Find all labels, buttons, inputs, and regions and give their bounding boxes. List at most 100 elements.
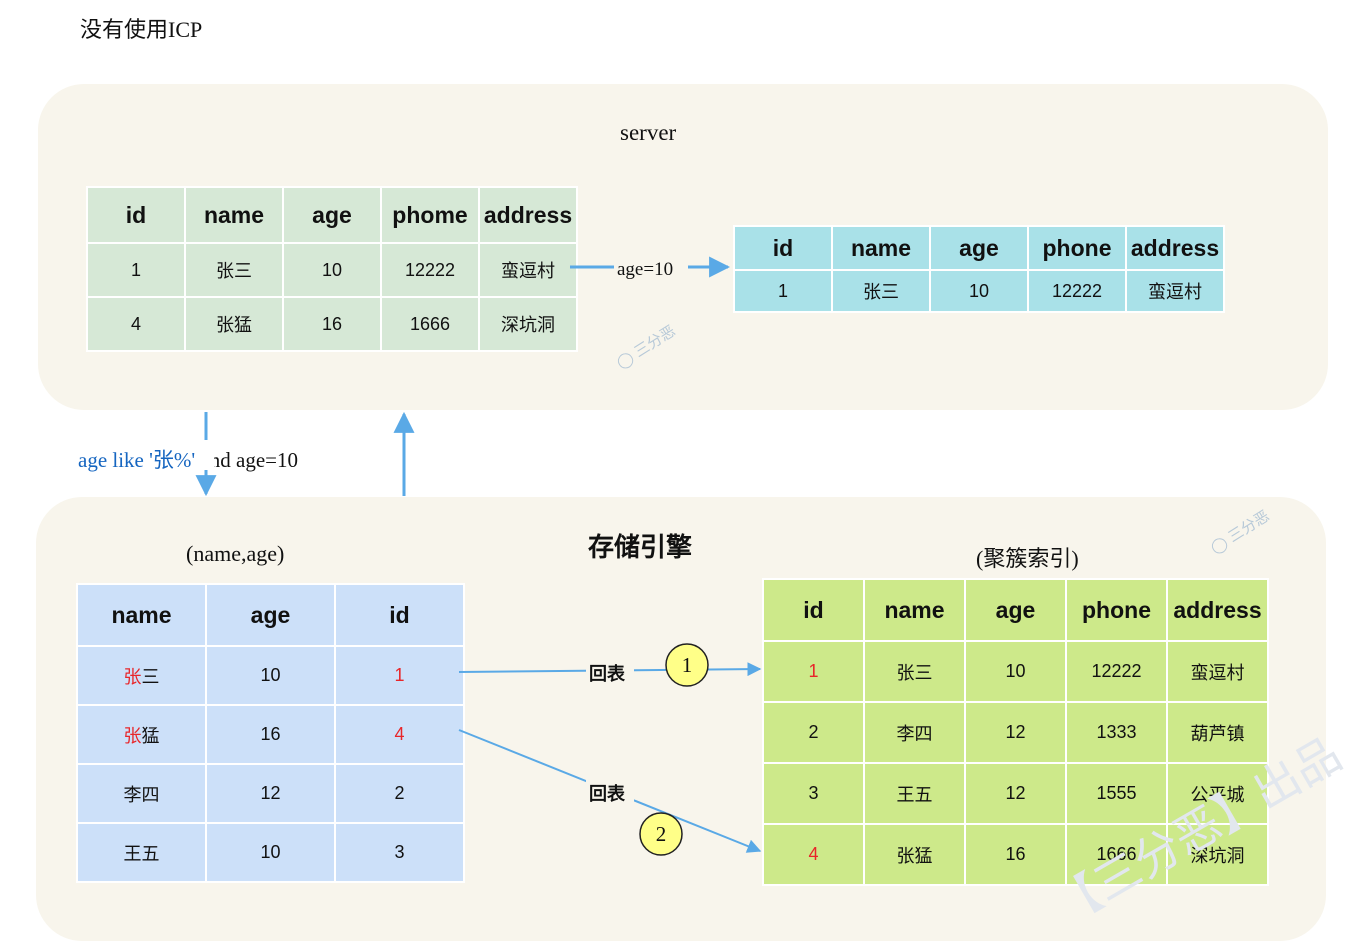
table-cell: 2 [762,701,865,764]
lookup-label-1: 回表 [589,663,626,685]
table-cell: 王五 [863,762,966,825]
index-table: name age id 张三 10 1 张猛 16 4 李四 12 2 王五 1… [76,583,465,883]
header-cell: age [929,225,1029,271]
table-cell: 王五 [76,822,207,883]
header-cell: age [964,578,1067,642]
table-row: 1 张三 10 12222 蛮逗村 [86,242,578,298]
header-cell: id [762,578,865,642]
table-cell: 张三 [863,640,966,703]
engine-label: 存储引擎 [588,533,693,562]
step-number-1: 1 [682,653,693,677]
lookup-label-2: 回表 [589,783,626,805]
header-cell: name [184,186,284,244]
table-cell: 1 [762,640,865,703]
header-cell: id [86,186,186,244]
matched-prefix: 张 [123,666,142,687]
page-title: 没有使用ICP [80,17,203,42]
result-table: id name age phone address 1 张三 10 12222 … [733,225,1225,313]
table-cell: 4 [762,823,865,886]
header-cell: age [205,583,336,647]
header-cell: age [282,186,382,244]
table-header-row: id name age phone address [762,578,1269,642]
table-cell: 4 [86,296,186,352]
header-cell: phone [1065,578,1168,642]
table-cell: 公平城 [1166,762,1269,825]
cluster-label: (聚簇索引) [976,546,1079,571]
query-label: age like '张%' and age=10 [78,444,298,474]
header-cell: id [733,225,833,271]
table-cell: 3 [762,762,865,825]
table-row: 1 张三 10 12222 蛮逗村 [762,640,1269,703]
table-header-row: name age id [76,583,465,647]
table-cell: 10 [282,242,382,298]
step-circle-2 [639,812,683,856]
header-cell: name [863,578,966,642]
table-cell: 16 [205,704,336,765]
table-cell: 深坑洞 [1166,823,1269,886]
table-cell: 16 [282,296,382,352]
table-cell: 李四 [76,763,207,824]
table-cell: 1 [733,269,833,313]
table-cell: 葫芦镇 [1166,701,1269,764]
table-cell: 4 [334,704,465,765]
table-cell: 12 [964,762,1067,825]
header-cell: name [76,583,207,647]
step-number-2: 2 [656,822,667,846]
table-row: 1 张三 10 12222 蛮逗村 [733,269,1225,313]
query-part-2: and age=10 [195,448,299,472]
header-cell: name [831,225,931,271]
server-label: server [620,120,677,145]
table-cell: 1666 [1065,823,1168,886]
table-row: 4 张猛 16 1666 深坑洞 [762,823,1269,886]
table-row: 2 李四 12 1333 葫芦镇 [762,701,1269,764]
table-cell: 张猛 [76,704,207,765]
cluster-table: id name age phone address 1 张三 10 12222 … [762,578,1269,886]
table-cell: 蛮逗村 [1125,269,1225,313]
table-cell: 10 [205,645,336,706]
table-cell: 12222 [1065,640,1168,703]
matched-prefix: 张 [123,725,142,746]
header-cell: phone [1027,225,1127,271]
lookup-label-bg-1 [586,660,634,686]
table-cell: 深坑洞 [478,296,578,352]
table-row: 4 张猛 16 1666 深坑洞 [86,296,578,352]
table-cell: 1 [86,242,186,298]
table-row: 王五 10 3 [76,822,465,883]
table-cell: 10 [929,269,1029,313]
header-cell: address [1166,578,1269,642]
header-cell: address [1125,225,1225,271]
header-cell: phome [380,186,480,244]
table-cell: 1555 [1065,762,1168,825]
table-header-row: id name age phome address [86,186,578,244]
table-cell: 1 [334,645,465,706]
table-cell: 蛮逗村 [478,242,578,298]
table-cell: 12 [964,701,1067,764]
table-cell: 张三 [184,242,284,298]
table-cell: 张猛 [863,823,966,886]
table-cell: 张三 [76,645,207,706]
index-label: (name,age) [186,541,285,566]
table-cell: 10 [964,640,1067,703]
table-cell: 16 [964,823,1067,886]
table-cell: 张猛 [184,296,284,352]
table-cell: 3 [334,822,465,883]
table-header-row: id name age phone address [733,225,1225,271]
table-cell: 1666 [380,296,480,352]
push-down-arrow-gap [198,440,214,470]
server-table: id name age phome address 1 张三 10 12222 … [86,186,578,352]
table-cell: 12 [205,763,336,824]
header-cell: address [478,186,578,244]
table-cell: 2 [334,763,465,824]
table-cell: 1333 [1065,701,1168,764]
name-rest: 猛 [141,725,160,746]
step-circle-1 [665,643,709,687]
table-row: 李四 12 2 [76,763,465,824]
query-part-1: age like '张%' [78,448,196,472]
name-rest: 三 [141,666,160,687]
table-cell: 12222 [380,242,480,298]
table-row: 3 王五 12 1555 公平城 [762,762,1269,825]
filter-label-bg [614,256,688,280]
table-row: 张猛 16 4 [76,704,465,765]
table-cell: 12222 [1027,269,1127,313]
